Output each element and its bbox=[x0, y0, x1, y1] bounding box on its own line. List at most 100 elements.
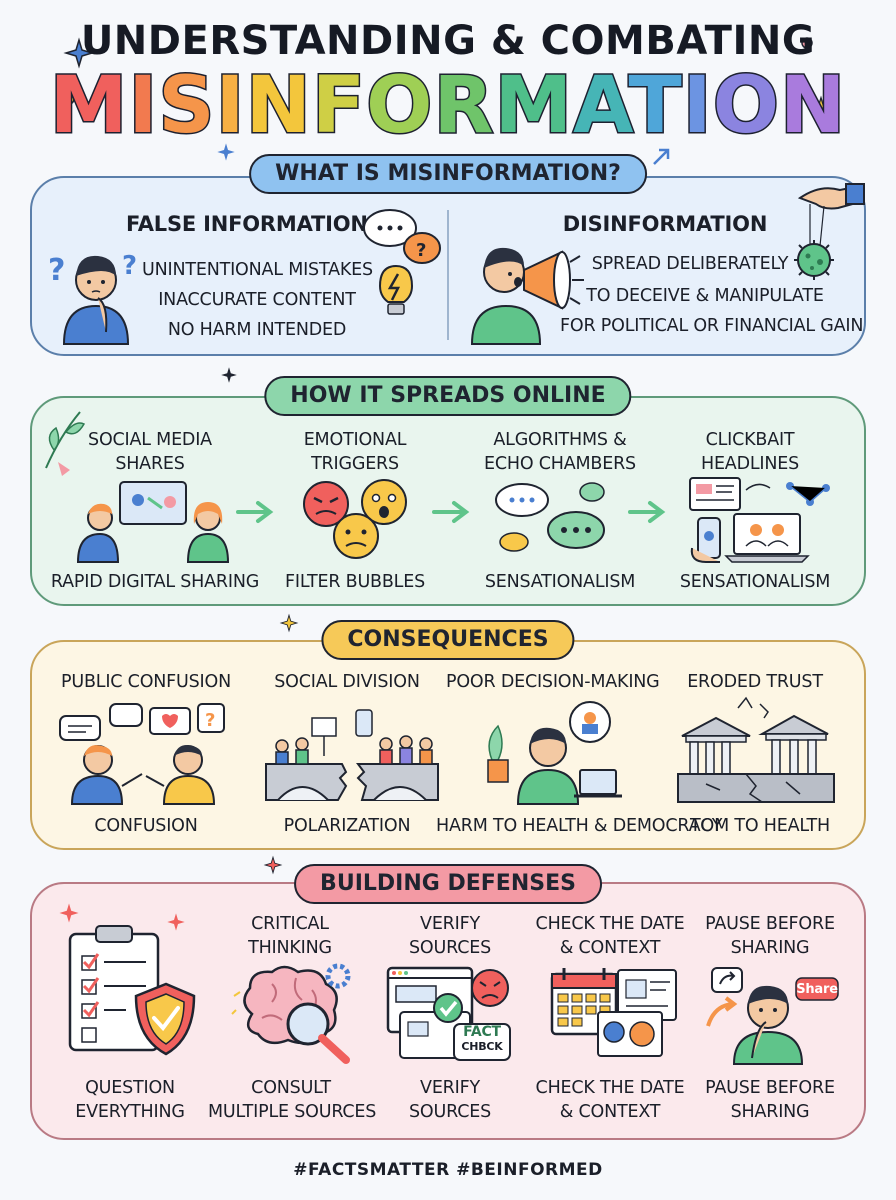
defense-caption: CONSULT bbox=[251, 1078, 331, 1098]
svg-text:?: ? bbox=[48, 253, 65, 288]
emotion-faces-icon bbox=[303, 479, 407, 559]
consequence-label: PUBLIC CONFUSION bbox=[61, 672, 231, 692]
defense-caption: EVERYTHING bbox=[75, 1102, 185, 1122]
false-info-title: FALSE INFORMATION bbox=[126, 212, 368, 236]
spread-item-caption: SENSATIONALISM bbox=[484, 572, 636, 592]
brain-magnifier-icon bbox=[231, 963, 351, 1064]
disinfo-line: FOR POLITICAL OR FINANCIAL GAIN bbox=[560, 316, 864, 336]
page-title-main: MISINFORMATION bbox=[0, 61, 896, 152]
defense-caption: QUESTION bbox=[85, 1078, 175, 1098]
spread-item-label: ALGORITHMS & bbox=[493, 430, 627, 450]
fact-check-badge-text: CHBCK bbox=[461, 1040, 503, 1053]
arguing-people-icon: ? bbox=[59, 703, 225, 805]
arrow-right-icon bbox=[432, 501, 470, 523]
consequence-label: ERODED TRUST bbox=[687, 672, 823, 692]
defense-label: THINKING bbox=[248, 938, 332, 958]
spread-item-label: TRIGGERS bbox=[311, 454, 399, 474]
title-letter: O bbox=[365, 61, 434, 152]
title-letter: I bbox=[214, 61, 246, 152]
title-letter: R bbox=[432, 61, 495, 152]
title-letter: O bbox=[711, 61, 781, 152]
consequence-caption: HARM TO HEALTH & DEMOCRACY bbox=[436, 816, 723, 836]
arrow-right-icon bbox=[628, 501, 666, 523]
consequence-caption: POLARIZATION bbox=[283, 816, 411, 836]
defense-caption: SOURCES bbox=[409, 1102, 491, 1122]
svg-text:?: ? bbox=[416, 240, 426, 261]
title-letter: I bbox=[681, 61, 713, 152]
crumbling-institution-icon bbox=[677, 696, 835, 803]
defense-label: SOURCES bbox=[409, 938, 491, 958]
broken-bridge-icon bbox=[265, 709, 439, 801]
false-info-line: UNINTENTIONAL MISTAKES bbox=[142, 260, 373, 280]
sparkle-icon bbox=[263, 855, 283, 875]
title-letter: N bbox=[779, 61, 847, 152]
defense-label: PAUSE BEFORE bbox=[705, 914, 835, 934]
sparkle-icon bbox=[63, 37, 95, 69]
spread-item-label: SOCIAL MEDIA bbox=[88, 430, 212, 450]
title-letter: M bbox=[493, 61, 574, 152]
defense-caption: VERIFY bbox=[420, 1078, 480, 1098]
sharing-people-icon bbox=[76, 481, 230, 563]
sparkle-icon bbox=[807, 95, 835, 123]
defense-label: & CONTEXT bbox=[559, 938, 661, 958]
title-letter: F bbox=[310, 61, 367, 152]
dot-icon bbox=[801, 37, 813, 49]
spread-item-label: SHARES bbox=[115, 454, 185, 474]
sparkle-icon bbox=[279, 613, 299, 633]
title-letter: T bbox=[627, 61, 683, 152]
section-divider bbox=[447, 210, 449, 340]
defense-label: CRITICAL bbox=[251, 914, 329, 934]
section-what-heading: WHAT IS MISINFORMATION? bbox=[249, 154, 647, 194]
false-info-line: NO HARM INTENDED bbox=[167, 320, 347, 340]
spread-item-label: EMOTIONAL bbox=[303, 430, 407, 450]
thinking-person-icon: ? ? bbox=[48, 251, 137, 345]
defense-caption: SHARING bbox=[730, 1102, 810, 1122]
arrow-right-icon bbox=[236, 501, 274, 523]
section-consequences-heading: CONSEQUENCES bbox=[321, 620, 575, 660]
defense-caption: & CONTEXT bbox=[559, 1102, 661, 1122]
svg-text:?: ? bbox=[205, 710, 215, 731]
clickbait-devices-icon bbox=[689, 477, 830, 563]
checklist-shield-icon bbox=[68, 925, 196, 1056]
virus-puppet-icon bbox=[794, 183, 865, 280]
footer-hashtags: #FACTSMATTER #BEINFORMED bbox=[293, 1160, 603, 1180]
fact-check-browser-icon bbox=[386, 966, 511, 1061]
sparkle-icon bbox=[221, 367, 237, 383]
spread-item-caption: SENSATIONALISM bbox=[679, 572, 831, 592]
title-letter: I bbox=[127, 61, 159, 152]
sparkle-icon bbox=[59, 903, 79, 923]
defense-caption: CHECK THE DATE bbox=[535, 1078, 685, 1098]
title-letter: S bbox=[157, 61, 216, 152]
sparkle-icon bbox=[167, 913, 185, 931]
spread-item-label: HEADLINES bbox=[700, 454, 800, 474]
title-letter: A bbox=[572, 61, 629, 152]
pause-thinking-person-icon bbox=[706, 967, 839, 1065]
sparkle-icon bbox=[217, 143, 235, 161]
leaf-icon bbox=[45, 411, 86, 476]
chat-bubbles-icon bbox=[495, 482, 605, 552]
consequence-label: SOCIAL DIVISION bbox=[274, 672, 420, 692]
defense-label: CHECK THE DATE bbox=[535, 914, 685, 934]
spread-item-caption: RAPID DIGITAL SHARING bbox=[50, 572, 260, 592]
section-defenses-heading: BUILDING DEFENSES bbox=[294, 864, 602, 904]
false-info-line: INACCURATE CONTENT bbox=[158, 290, 356, 310]
arrow-icon bbox=[653, 148, 670, 165]
spread-item-label: CLICKBAIT bbox=[705, 430, 795, 450]
thinking-at-laptop-icon bbox=[487, 701, 622, 805]
spread-item-label: ECHO CHAMBERS bbox=[484, 454, 636, 474]
defense-label: SHARING bbox=[730, 938, 810, 958]
calendar-documents-icon bbox=[550, 968, 677, 1057]
defense-caption: PAUSE BEFORE bbox=[705, 1078, 835, 1098]
section-spreads-heading: HOW IT SPREADS ONLINE bbox=[264, 376, 632, 416]
speech-bubble-icon: ? bbox=[363, 209, 441, 315]
disinfo-line: TO DECEIVE & MANIPULATE bbox=[586, 286, 824, 306]
disinfo-line: SPREAD DELIBERATELY bbox=[591, 254, 789, 274]
spread-item-caption: FILTER BUBBLES bbox=[285, 572, 425, 592]
fact-check-badge-text: FACT bbox=[463, 1024, 501, 1040]
share-badge-text: Share bbox=[796, 982, 838, 997]
megaphone-person-icon bbox=[470, 247, 584, 345]
defense-caption: MULTIPLE SOURCES bbox=[208, 1102, 377, 1122]
page-title-top: UNDERSTANDING & COMBATING bbox=[80, 18, 816, 64]
svg-text:?: ? bbox=[122, 251, 137, 281]
